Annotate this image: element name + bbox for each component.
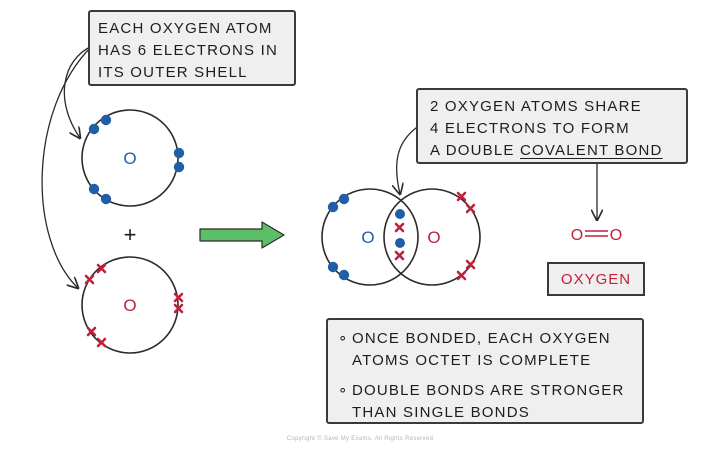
note-line: ONCE BONDED, EACH OXYGEN (352, 330, 611, 347)
note-item: ∘ DOUBLE BONDS ARE STRONGER THAN SINGLE … (338, 380, 632, 424)
left-electron-dots (327, 193, 350, 281)
shared-electron-crosses (394, 222, 405, 261)
connector-to-shared-electrons (397, 124, 421, 194)
formula-left-atom: O (571, 227, 583, 244)
note-line: DOUBLE BONDS ARE STRONGER (352, 382, 625, 399)
left-shell (321, 188, 419, 286)
note-item: ∘ ONCE BONDED, EACH OXYGEN ATOMS OCTET I… (338, 328, 632, 372)
notes-box: ∘ ONCE BONDED, EACH OXYGEN ATOMS OCTET I… (326, 318, 644, 424)
electron-crosses (84, 263, 184, 348)
bullet-icon: ∘ (338, 330, 349, 347)
note-outer-shell-electrons: EACH OXYGEN ATOM HAS 6 ELECTRONS IN ITS … (88, 10, 296, 86)
note-line: EACH OXYGEN ATOM (98, 20, 273, 37)
plus-sign: + (124, 222, 137, 247)
connector-to-bottom-atom (41, 45, 93, 288)
copyright-notice: Copyright © Save My Exams. All Rights Re… (286, 436, 434, 442)
reaction-arrow (199, 221, 285, 249)
note-line: ATOMS OCTET IS COMPLETE (352, 352, 592, 369)
right-electron-crosses (456, 191, 476, 281)
electron-shell (81, 256, 179, 354)
atom-symbol: O (123, 149, 136, 168)
right-shell (383, 188, 481, 286)
oxygen-atom-top: O (81, 109, 185, 207)
note-shared-electrons: 2 OXYGEN ATOMS SHARE 4 ELECTRONS TO FORM… (416, 88, 688, 164)
oxygen-atom-bottom: O (81, 256, 184, 354)
atom-symbol-left: O (361, 228, 374, 247)
shared-electron-dots (395, 209, 405, 248)
note-line: A DOUBLE COVALENT BOND (430, 140, 678, 162)
note-line: ITS OUTER SHELL (98, 64, 248, 81)
electron-dots (88, 114, 185, 205)
note-text: A DOUBLE (430, 142, 520, 159)
oxygen-molecule: O O (321, 188, 481, 286)
note-line: HAS 6 ELECTRONS IN (98, 42, 278, 59)
atom-symbol: O (123, 296, 136, 315)
note-line: 4 ELECTRONS TO FORM (430, 120, 630, 137)
note-underlined-term: COVALENT BOND (520, 142, 663, 159)
note-line: 2 OXYGEN ATOMS SHARE (430, 98, 642, 115)
molecule-name-label: OXYGEN (547, 262, 645, 296)
structural-formula: O O (571, 227, 622, 244)
bullet-icon: ∘ (338, 382, 349, 399)
atom-symbol-right: O (427, 228, 440, 247)
formula-right-atom: O (610, 227, 622, 244)
note-line: THAN SINGLE BONDS (352, 404, 530, 421)
